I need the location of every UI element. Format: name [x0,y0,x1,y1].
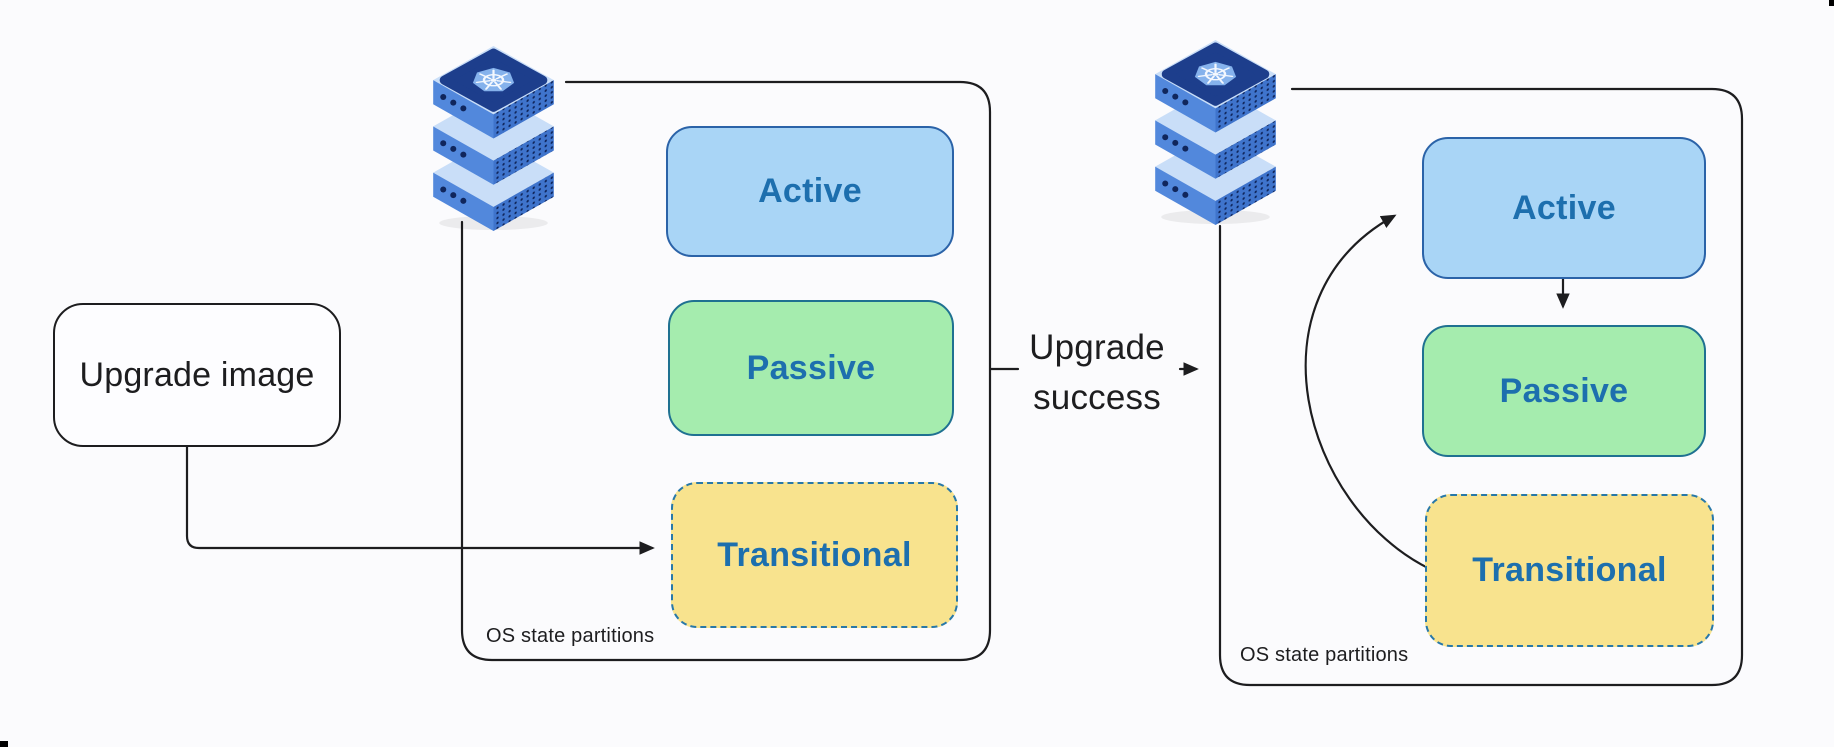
right-cluster-footer: OS state partitions [1240,644,1409,666]
transitional-to-active-arrow [1304,214,1432,571]
screen-artifact [0,741,8,747]
upgrade-success-line2: success [1033,378,1161,417]
left-cluster-footer: OS state partitions [486,625,655,647]
right-transitional-label: Transitional [1472,551,1667,589]
left-transitional-partition: Transitional [671,482,958,628]
left-active-label: Active [758,172,862,210]
upgrade-success-label: Upgrade success [1015,323,1179,423]
left-passive-partition: Passive [668,300,954,436]
right-transitional-partition: Transitional [1425,494,1714,647]
right-active-partition: Active [1422,137,1706,279]
right-passive-partition: Passive [1422,325,1706,457]
screen-artifact [1829,0,1834,6]
kubernetes-server-stack-icon [433,46,554,231]
kubernetes-server-stack-icon [1155,40,1276,225]
upgrade-image-to-transitional-arrow [185,442,655,555]
upgrade-image-node: Upgrade image [53,303,341,447]
left-passive-label: Passive [746,348,876,387]
upgrade-image-label: Upgrade image [79,355,315,394]
right-passive-label: Passive [1499,371,1629,410]
upgrade-success-line1: Upgrade [1029,328,1165,367]
left-transitional-label: Transitional [717,535,912,574]
right-active-label: Active [1512,188,1616,227]
left-active-partition: Active [666,126,954,257]
